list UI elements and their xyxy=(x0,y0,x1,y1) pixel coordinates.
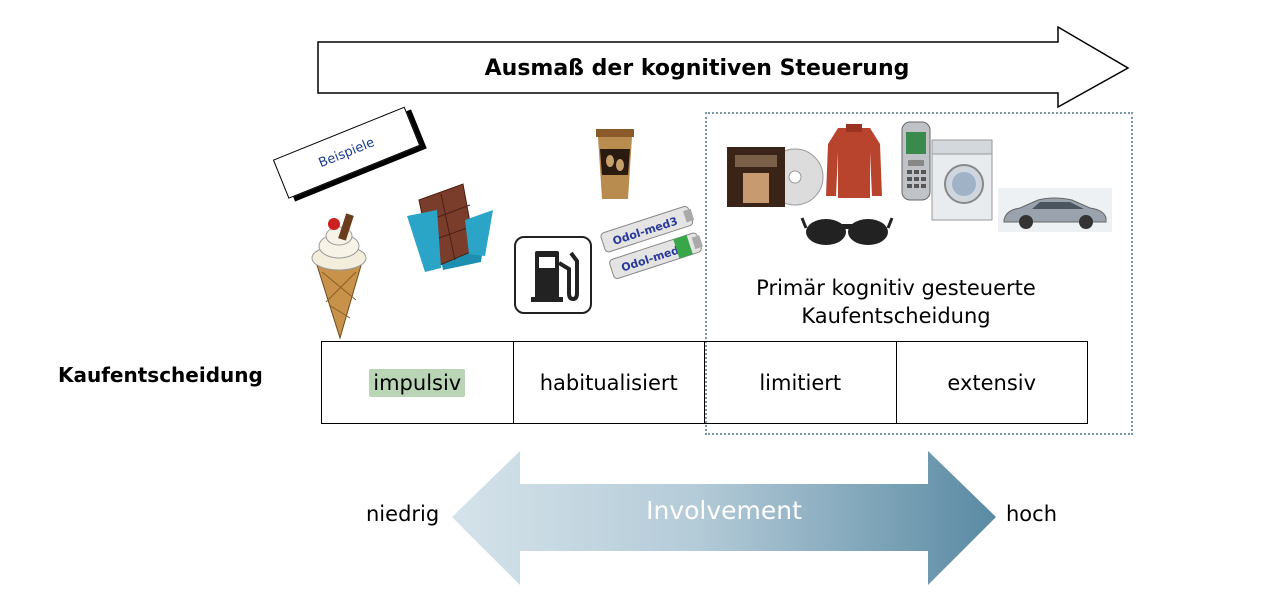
cognitive-group-label: Primär kognitiv gesteuerte Kaufentscheid… xyxy=(720,274,1072,330)
decision-cell-limitiert-label: limitiert xyxy=(759,370,842,395)
washing-machine-icon xyxy=(931,139,993,221)
decision-cell-limitiert: limitiert xyxy=(704,342,896,423)
ice-cream-icon xyxy=(311,213,367,340)
sweater-icon xyxy=(826,124,882,198)
decision-cell-extensiv: extensiv xyxy=(895,342,1088,423)
cognitive-control-label: Ausmaß der kognitiven Steuerung xyxy=(484,55,910,81)
involvement-low-label: niedrig xyxy=(366,502,440,526)
cognitive-group-label-line1: Primär kognitiv gesteuerte xyxy=(756,276,1036,300)
cognitive-group-label-line2: Kaufentscheidung xyxy=(801,304,991,328)
involvement-high-label: hoch xyxy=(1006,502,1058,526)
cd-icon xyxy=(727,147,824,207)
chocolate-icon xyxy=(407,183,493,272)
car-icon xyxy=(998,188,1112,232)
coffee-cup-icon xyxy=(592,125,638,201)
decision-cell-impulsiv-label: impulsiv xyxy=(369,368,466,397)
decision-cell-habitualisiert-label: habitualisiert xyxy=(539,370,678,395)
cognitive-group-frame xyxy=(705,112,1133,435)
decision-cell-impulsiv: impulsiv xyxy=(322,342,513,423)
decision-cell-extensiv-label: extensiv xyxy=(947,370,1037,395)
mobile-phone-icon xyxy=(901,121,931,201)
decision-row: impulsiv habitualisiert limitiert extens… xyxy=(321,341,1088,424)
gas-pump-icon xyxy=(514,236,592,314)
toothpaste-icon: Odol-med3 Odol-med3 xyxy=(600,205,703,279)
involvement-label: Involvement xyxy=(646,496,802,525)
decision-cell-habitualisiert: habitualisiert xyxy=(512,342,705,423)
decision-row-label: Kaufentscheidung xyxy=(58,363,263,387)
sunglasses-icon xyxy=(800,217,894,245)
